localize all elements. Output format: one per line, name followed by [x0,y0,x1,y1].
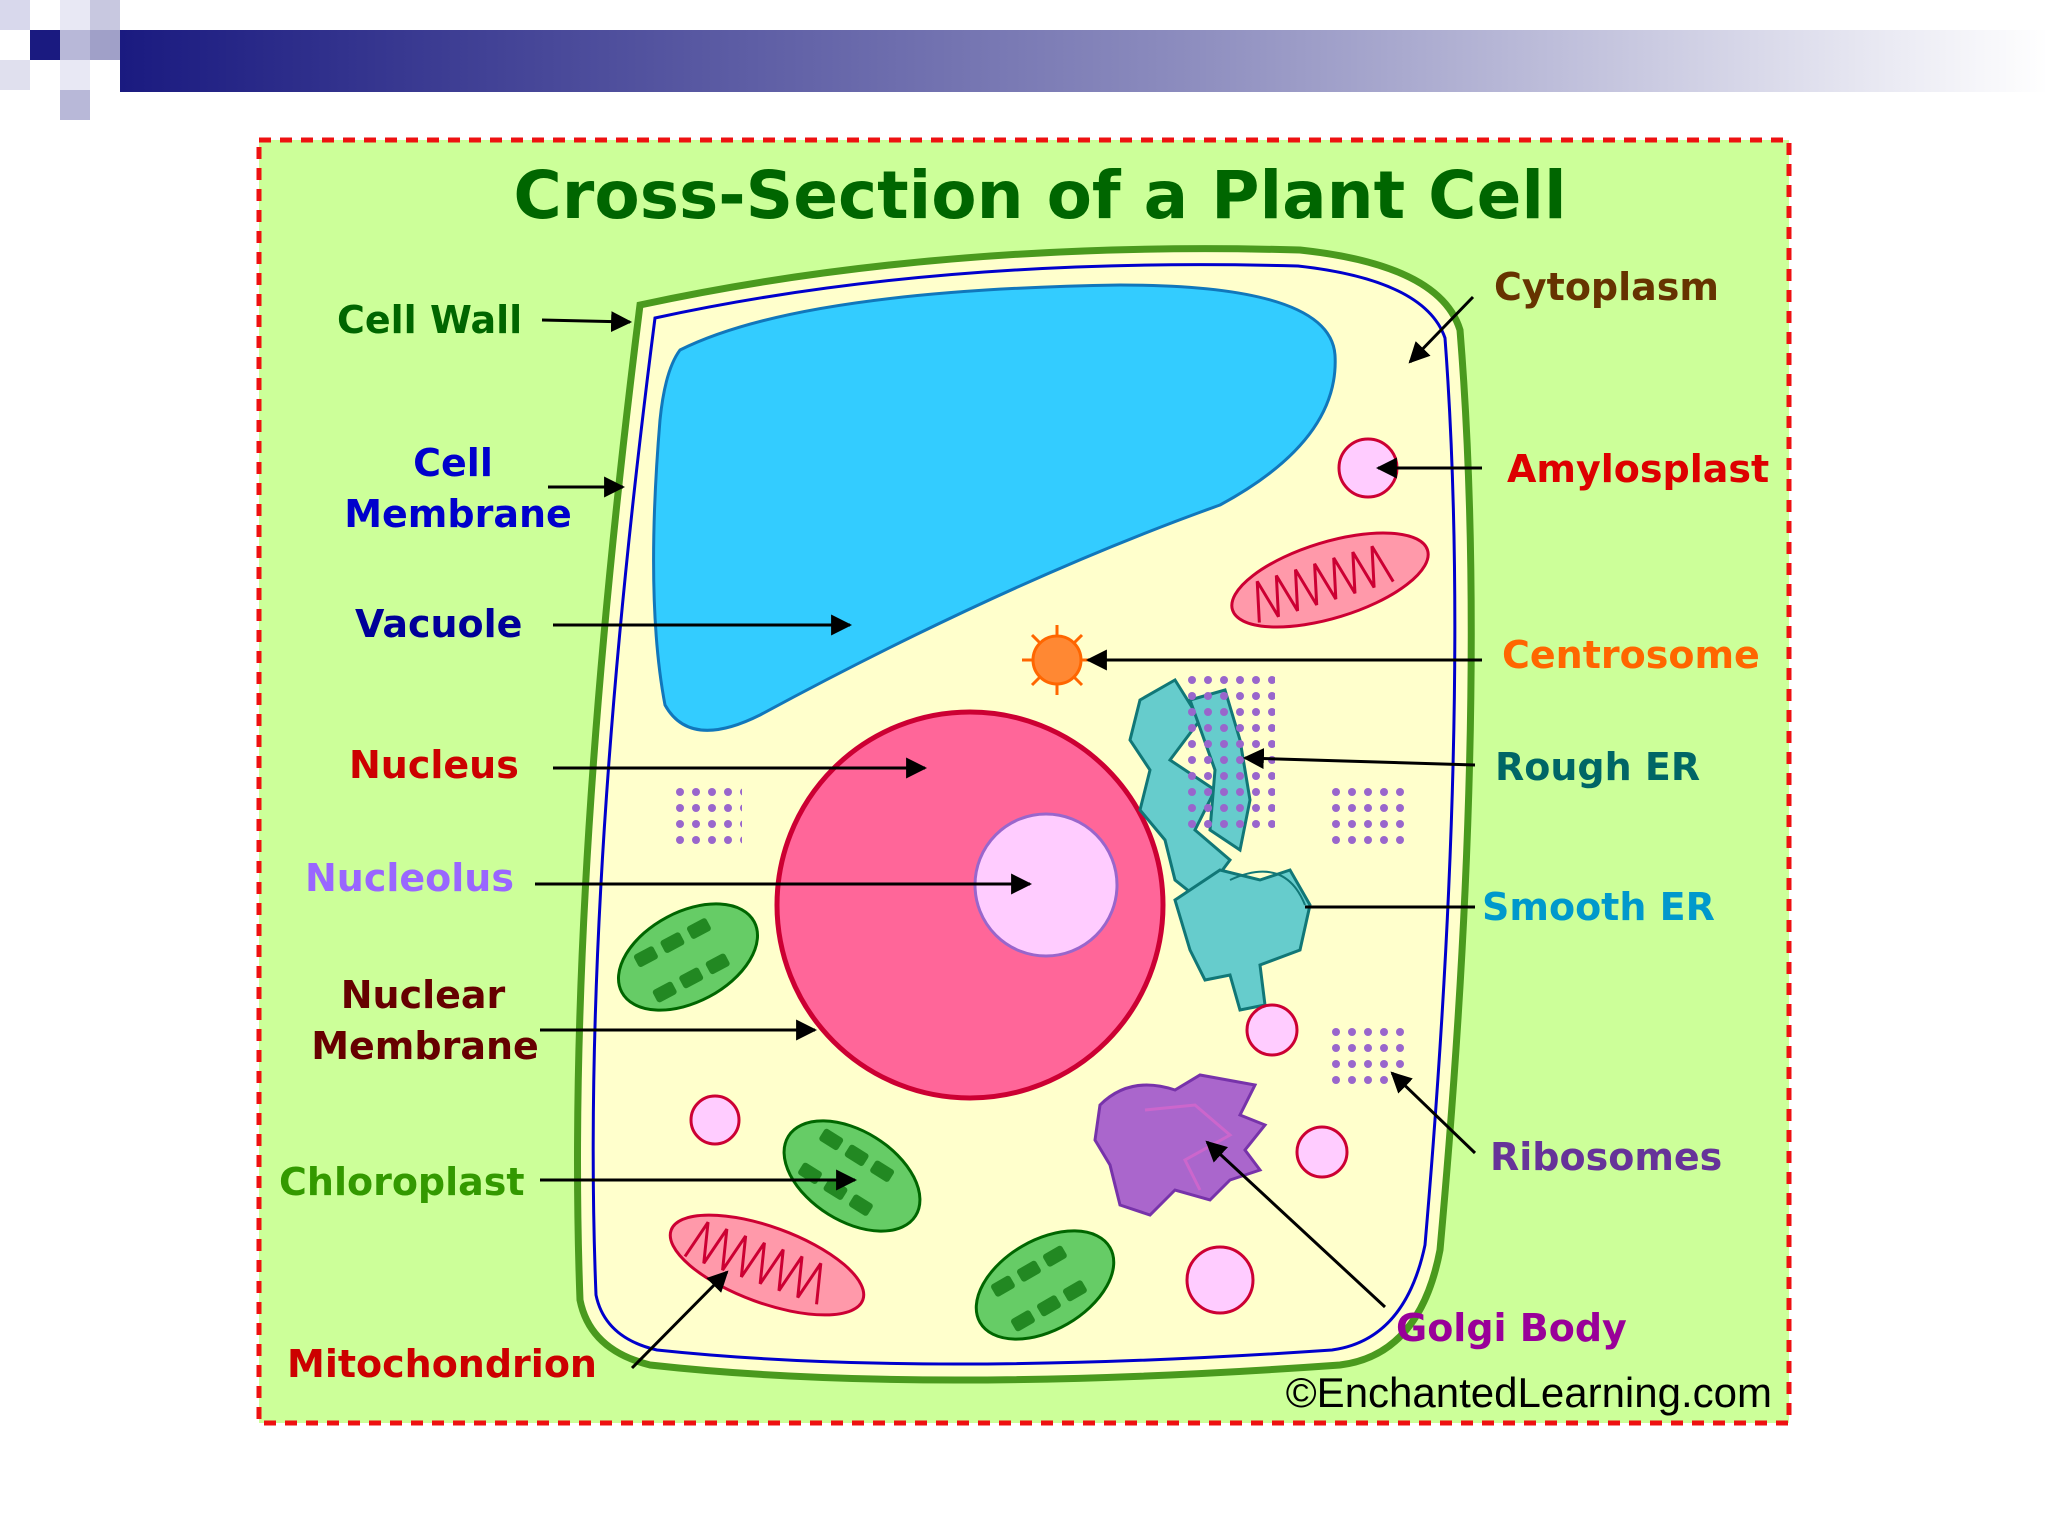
leader-mitochondrion [630,1270,729,1370]
mitochondrion-lower [668,1213,866,1317]
ribosomes-cluster-right [1330,785,1408,845]
mitochondrion-upper [1230,531,1430,629]
label-ribosomes: Ribosomes [1490,1135,1722,1179]
vesicle [1185,1245,1255,1315]
vacuole [652,283,1337,732]
label-amylosplast: Amylosplast [1507,447,1769,491]
label-cell-membrane-line1: Cell [413,441,493,485]
chloroplast-bottom [974,1229,1116,1341]
label-nucleus: Nucleus [349,743,519,787]
vesicle [1295,1125,1349,1179]
label-nucleolus: Nucleolus [305,856,514,900]
leader-cell-wall [541,311,633,333]
label-vacuole: Vacuole [355,602,522,646]
label-chloroplast: Chloroplast [279,1160,525,1204]
ribosomes-cluster-lower [1325,1025,1405,1090]
leader-ribosomes [1390,1071,1477,1155]
label-smooth-er: Smooth ER [1482,885,1715,929]
smooth-er [1173,868,1312,1012]
cell-membrane [591,263,1457,1366]
ribosomes-cluster-left [676,785,742,845]
label-rough-er: Rough ER [1495,745,1700,789]
leader-cytoplasm [1408,295,1475,364]
label-nuclear-membrane-line2: Membrane [311,1024,539,1068]
chloroplast-left [616,902,760,1012]
label-mitochondrion: Mitochondrion [287,1342,597,1386]
label-centrosome: Centrosome [1502,633,1760,677]
nucleus [774,709,1166,1101]
label-cytoplasm: Cytoplasm [1494,265,1719,309]
rough-er [1128,675,1275,903]
slide-header-decoration [0,0,2048,120]
label-golgi-body: Golgi Body [1396,1306,1627,1350]
label-cell-membrane-line2: Membrane [344,492,572,536]
leader-golgi-body [1205,1140,1387,1309]
diagram-title: Cross-Section of a Plant Cell [513,157,1566,234]
leader-rough-er [1242,748,1476,770]
golgi-body [1093,1073,1268,1217]
credit-text: ©EnchantedLearning.com [1286,1369,1772,1416]
label-cell-wall: Cell Wall [337,298,522,342]
vesicle [1245,1003,1299,1057]
label-nuclear-membrane-line1: Nuclear [341,973,506,1017]
vesicle [689,1094,741,1146]
centrosome [1022,625,1092,695]
